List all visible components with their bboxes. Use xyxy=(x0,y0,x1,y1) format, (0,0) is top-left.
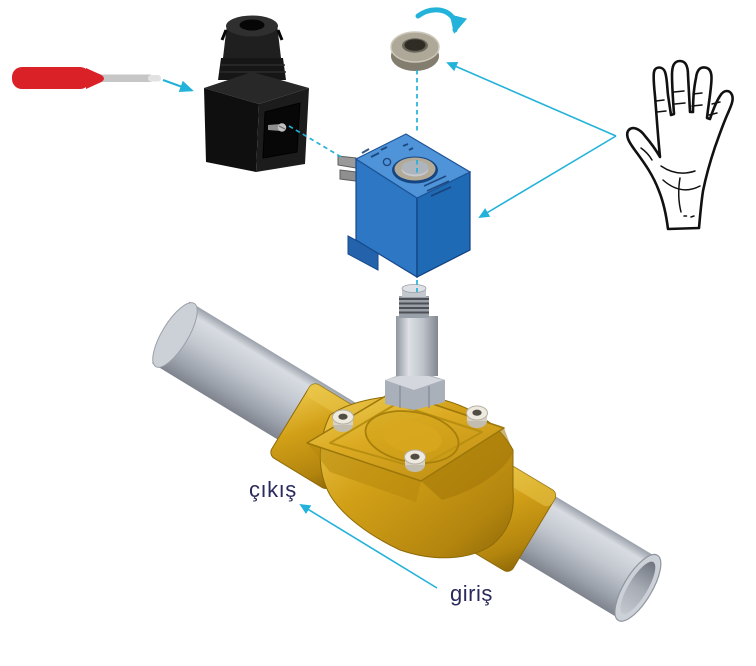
inlet-label: giriş xyxy=(450,581,493,606)
bonnet-bolt xyxy=(332,409,354,432)
valve-body-icon xyxy=(270,383,557,572)
armature-stem-icon xyxy=(385,284,445,410)
coil-locking-nut-icon xyxy=(390,31,440,71)
rotate-clockwise-arrow-icon xyxy=(415,7,468,34)
insert-screwdriver-arrow xyxy=(162,78,194,93)
solenoid-coil-icon xyxy=(337,133,472,279)
hand-to-coil-arrow xyxy=(478,135,617,219)
bonnet-bolt xyxy=(404,449,426,472)
stem-hex-nut xyxy=(385,372,443,390)
coil-terminal xyxy=(339,169,357,182)
screwdriver-handle xyxy=(12,67,90,89)
bonnet-bolt xyxy=(466,405,488,428)
inlet-to-outlet-arrow xyxy=(299,503,438,589)
din-connector-icon xyxy=(204,15,309,172)
hand-to-nut-arrow xyxy=(446,62,617,137)
outlet-label: çıkış xyxy=(249,477,297,502)
hand-icon xyxy=(625,59,734,231)
coil-markings xyxy=(361,143,452,197)
coil-terminal xyxy=(337,155,357,169)
screwdriver-icon xyxy=(12,67,161,89)
screwdriver-tip xyxy=(148,75,161,82)
stem-tube xyxy=(396,316,438,376)
connector-to-coil-axis xyxy=(288,125,344,159)
pipe-right-bore xyxy=(620,561,656,615)
annotation-arrows xyxy=(162,7,617,589)
pipe-left-end-cap xyxy=(152,302,198,368)
hand-creases xyxy=(640,90,721,218)
hand-outline xyxy=(625,59,734,231)
screwdriver-shaft xyxy=(100,74,152,82)
